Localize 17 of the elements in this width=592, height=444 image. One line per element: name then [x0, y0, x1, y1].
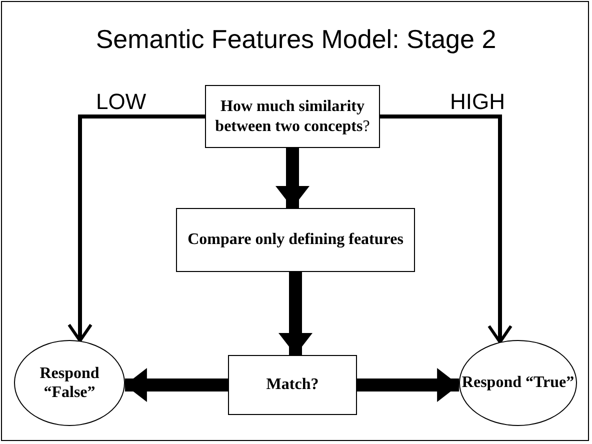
node-text: Compare only defining features [188, 230, 404, 250]
arrow [380, 114, 512, 344]
edge-label: HIGH [450, 91, 505, 113]
node-text: Respond “True” [462, 373, 574, 393]
block-arrow [278, 272, 312, 355]
block-arrow [124, 368, 228, 402]
node-text: Match? [266, 375, 319, 395]
node-text: How much similarity between two concepts? [214, 97, 371, 136]
process-box [205, 85, 380, 148]
edge-label: LOW [96, 91, 146, 113]
title: Semantic Features Model: Stage 2 [94, 24, 498, 55]
block-arrow [357, 368, 460, 402]
decision-box [228, 355, 357, 415]
block-arrow [276, 148, 310, 208]
process-box [176, 208, 415, 272]
arrow [68, 114, 205, 342]
node-text: Respond “False” [38, 364, 100, 402]
